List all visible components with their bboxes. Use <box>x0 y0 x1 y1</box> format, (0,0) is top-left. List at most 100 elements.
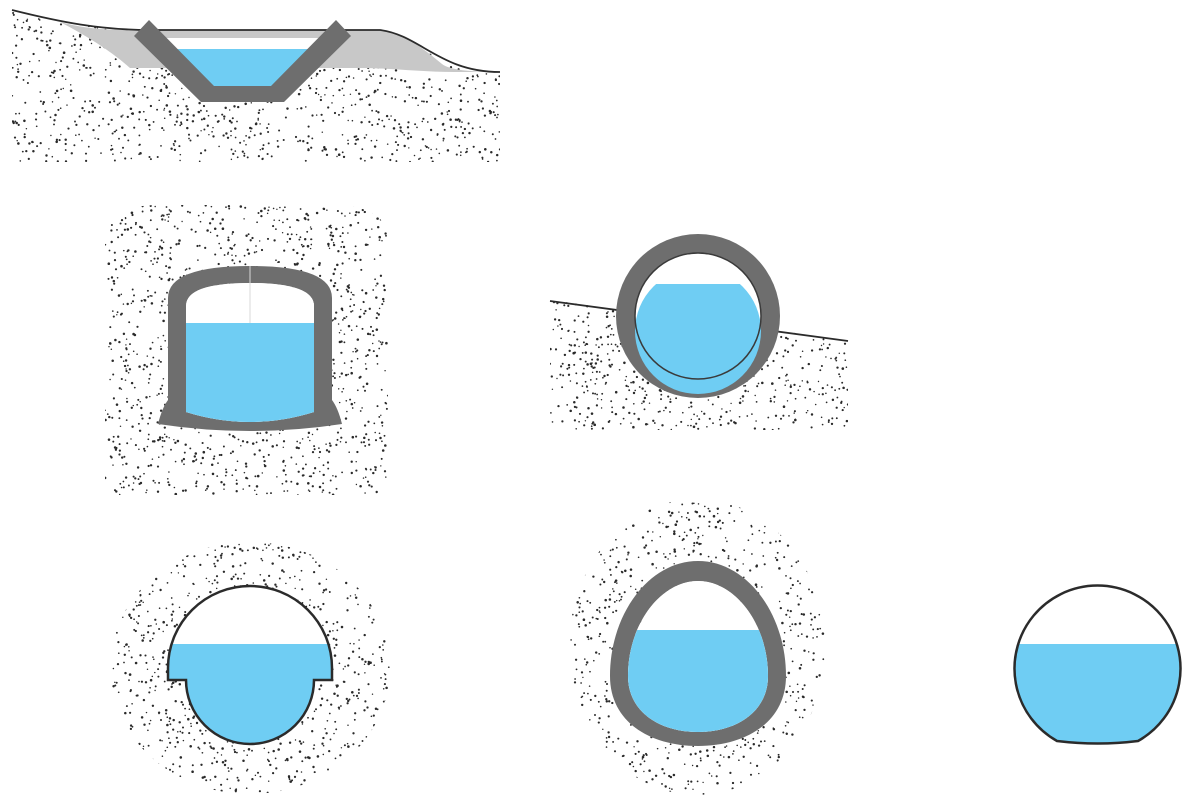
soil-dot <box>817 380 820 383</box>
soil-dot <box>492 18 494 21</box>
soil-dot <box>349 398 352 401</box>
soil-dot <box>140 406 143 410</box>
soil-dot <box>357 92 361 96</box>
soil-dot <box>162 620 165 624</box>
soil-dot <box>130 302 133 305</box>
soil-dot <box>229 787 231 790</box>
soil-dot <box>774 414 778 417</box>
soil-dot <box>727 555 730 557</box>
soil-dot <box>603 561 606 564</box>
soil-dot <box>465 80 468 83</box>
soil-dot <box>697 427 700 430</box>
soil-dot <box>342 155 346 159</box>
soil-dot <box>614 343 617 346</box>
soil-dot <box>345 776 348 779</box>
soil-dot <box>159 18 162 21</box>
soil-dot <box>124 379 127 381</box>
soil-dot <box>70 152 73 155</box>
soil-dot <box>219 247 222 250</box>
soil-dot <box>587 638 590 641</box>
soil-dot <box>492 56 495 59</box>
soil-dot <box>243 254 246 257</box>
soil-dot <box>596 608 599 612</box>
soil-dot <box>252 546 256 550</box>
soil-dot <box>767 754 770 757</box>
soil-dot <box>231 230 235 234</box>
soil-dot <box>575 571 578 574</box>
soil-dot <box>332 94 335 97</box>
soil-dot <box>691 502 694 505</box>
soil-dot <box>190 725 192 727</box>
soil-dot <box>364 660 367 663</box>
soil-dot <box>32 149 35 153</box>
soil-dot <box>386 220 388 223</box>
soil-dot <box>600 360 603 363</box>
soil-dot <box>313 448 316 451</box>
soil-dot <box>299 545 302 548</box>
soil-dot <box>681 411 684 414</box>
soil-dot <box>266 152 269 156</box>
soil-dot <box>352 77 355 79</box>
soil-dot <box>235 490 238 493</box>
soil-dot <box>158 662 161 665</box>
soil-dot <box>344 215 346 217</box>
soil-dot <box>242 488 244 490</box>
soil-dot <box>331 102 333 104</box>
soil-dot <box>20 38 24 41</box>
soil-dot <box>109 326 112 329</box>
soil-dot <box>587 406 590 410</box>
soil-dot <box>84 100 87 103</box>
soil-dot <box>471 75 475 78</box>
soil-dot <box>311 267 315 270</box>
soil-dot <box>131 581 135 585</box>
soil-dot <box>293 775 297 779</box>
soil-dot <box>835 406 838 409</box>
soil-dot <box>312 570 316 574</box>
soil-dot <box>129 107 133 111</box>
soil-dot <box>123 249 125 252</box>
soil-dot <box>131 703 133 705</box>
soil-dot <box>239 205 243 208</box>
soil-dot <box>559 373 562 376</box>
soil-dot <box>150 302 154 305</box>
soil-dot <box>159 564 161 567</box>
soil-dot <box>632 425 635 429</box>
soil-dot <box>636 740 639 743</box>
soil-dot <box>421 100 423 103</box>
soil-dot <box>220 481 223 484</box>
soil-dot <box>124 217 127 220</box>
soil-dot <box>115 557 118 560</box>
soil-dot <box>363 709 366 712</box>
soil-dot <box>357 603 359 606</box>
soil-dot <box>354 567 356 569</box>
soil-dot <box>112 279 116 283</box>
soil-dot <box>568 329 570 332</box>
soil-dot <box>172 763 175 766</box>
soil-dot <box>127 484 130 487</box>
soil-dot <box>132 578 134 581</box>
soil-dot <box>382 700 385 703</box>
soil-dot <box>216 475 219 477</box>
soil-dot <box>346 597 349 600</box>
soil-dot <box>255 245 257 247</box>
soil-dot <box>391 96 394 98</box>
soil-dot <box>169 723 172 726</box>
soil-dot <box>85 159 88 162</box>
soil-dot <box>585 342 588 346</box>
soil-dot <box>296 108 299 110</box>
soil-dot <box>591 362 593 364</box>
soil-dot <box>719 415 723 418</box>
soil-dot <box>843 342 847 345</box>
soil-dot <box>180 121 183 124</box>
soil-dot <box>208 222 212 225</box>
soil-dot <box>831 305 833 307</box>
soil-dot <box>282 209 285 212</box>
soil-dot <box>212 492 215 495</box>
soil-dot <box>62 51 66 54</box>
soil-dot <box>143 306 145 308</box>
soil-dot <box>810 624 812 626</box>
soil-dot <box>678 748 681 751</box>
soil-dot <box>836 396 839 399</box>
soil-dot <box>465 46 468 49</box>
soil-dot <box>637 556 640 559</box>
